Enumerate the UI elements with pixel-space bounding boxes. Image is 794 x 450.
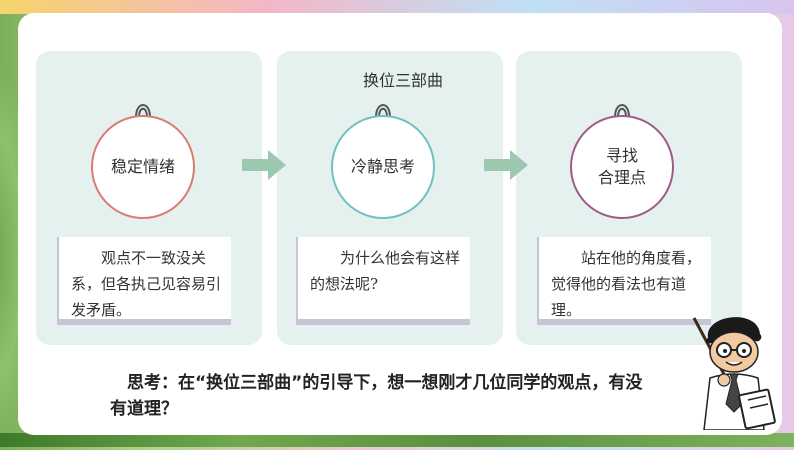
- decorative-bottom-band: [0, 433, 794, 447]
- step-circle-1: 稳定情绪: [91, 115, 195, 219]
- step-note-2: 为什么他会有这样的想法呢?: [296, 237, 470, 325]
- teacher-illustration: [692, 317, 776, 430]
- step-label-1: 稳定情绪: [110, 157, 175, 176]
- decorative-top-band: [0, 0, 794, 14]
- slide-title: 换位三部曲: [362, 71, 443, 90]
- arrow-right-icon: [242, 150, 286, 180]
- arrow-right-icon: [484, 150, 528, 180]
- slide-card: 换位三部曲 稳定情绪 冷静思考 寻找 合理点 观点不一致没关系，但各执己见容易引…: [18, 13, 782, 435]
- step-circle-3: 寻找 合理点: [570, 115, 674, 219]
- step-note-1: 观点不一致没关系，但各执己见容易引发矛盾。: [57, 237, 231, 325]
- reflection-question: 思考：在“换位三部曲”的引导下，想一想刚才几位同学的观点，有没有道理？: [110, 373, 643, 419]
- step-label-2: 冷静思考: [350, 157, 415, 176]
- step-note-3: 站在他的角度看，觉得他的看法也有道理。: [537, 237, 711, 325]
- step-circle-2: 冷静思考: [331, 115, 435, 219]
- step-label-3: 寻找 合理点: [597, 146, 646, 187]
